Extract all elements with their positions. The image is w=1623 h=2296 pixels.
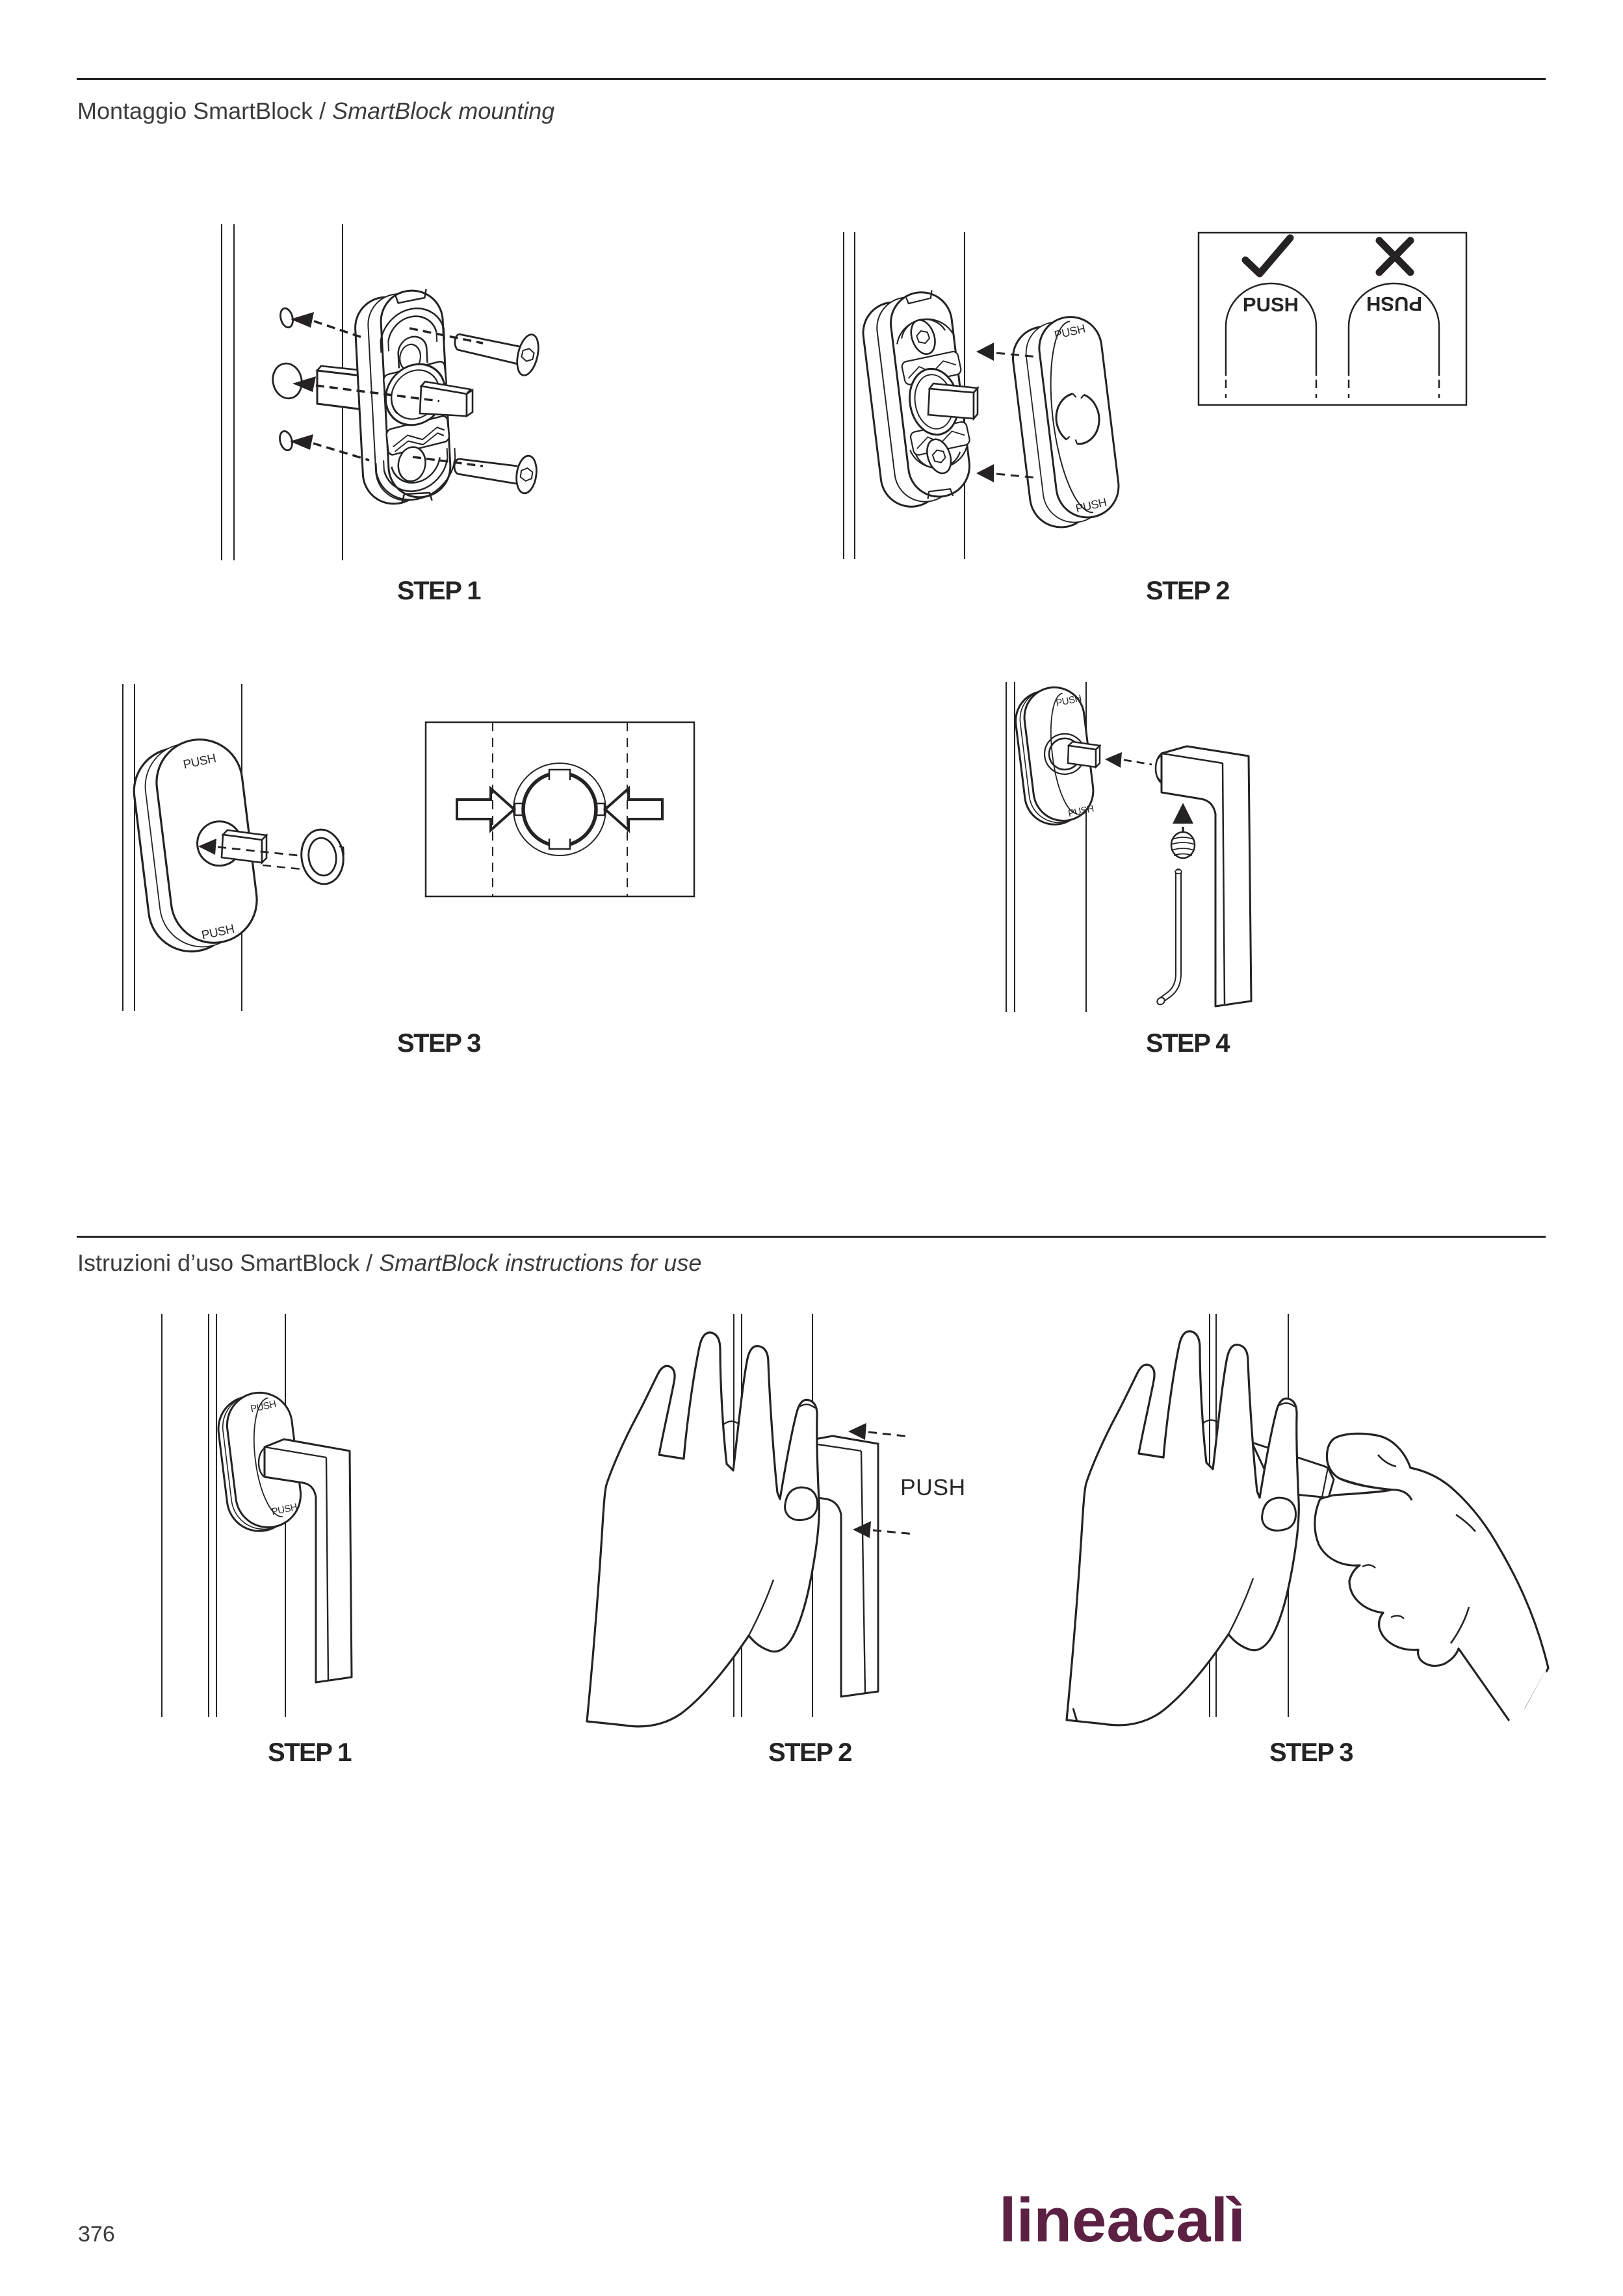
- svg-text:PUSH: PUSH: [1366, 293, 1422, 315]
- svg-text:lineacalì: lineacalì: [999, 2185, 1245, 2255]
- svg-text:PUSH: PUSH: [900, 1474, 966, 1500]
- svg-text:PUSH: PUSH: [1243, 293, 1299, 316]
